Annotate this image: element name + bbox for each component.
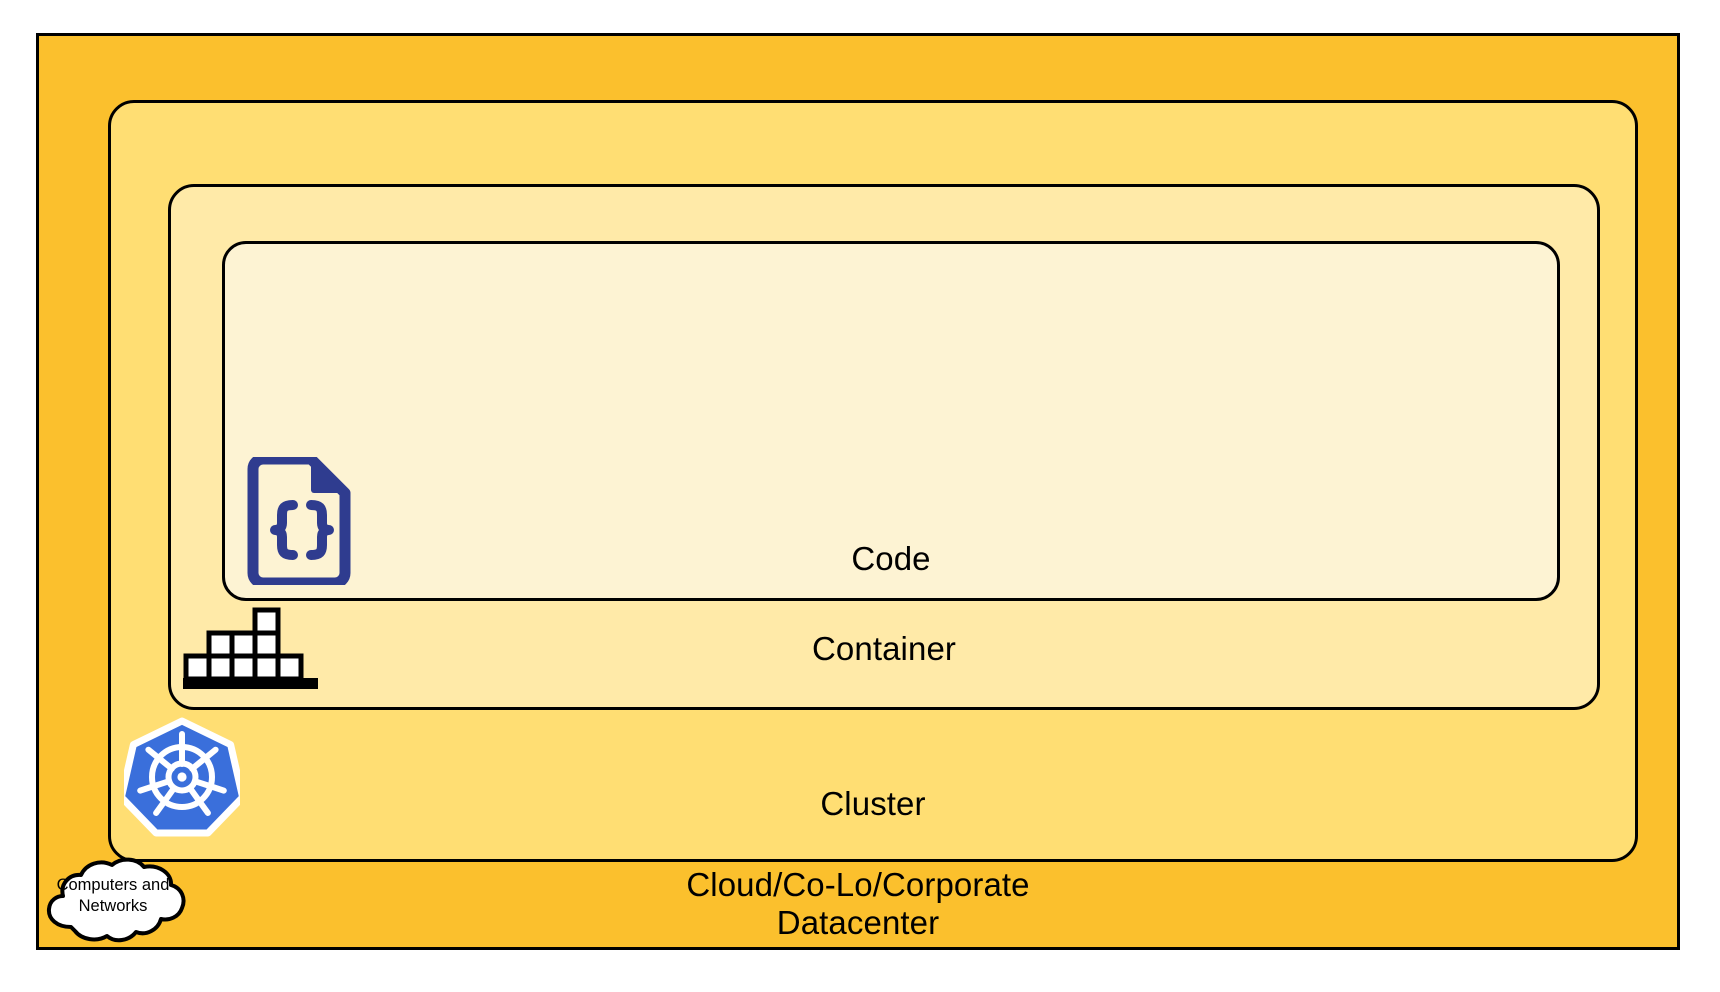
layer-label-datacenter: Cloud/Co-Lo/Corporate Datacenter xyxy=(686,866,1030,942)
layer-label-container: Container xyxy=(812,630,956,667)
code-file-icon xyxy=(243,453,355,589)
layer-label-cluster: Cluster xyxy=(820,785,926,822)
container-stack-icon xyxy=(183,607,318,690)
layer-code xyxy=(222,241,1560,601)
kubernetes-icon xyxy=(117,717,247,837)
layer-label-code: Code xyxy=(851,540,931,577)
